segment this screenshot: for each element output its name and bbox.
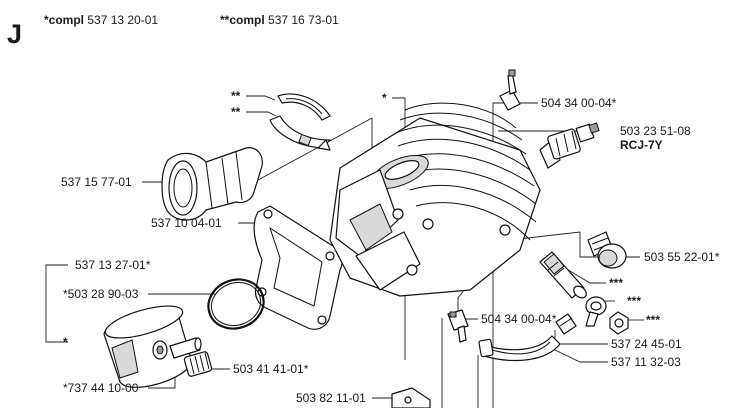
ring-half-lower bbox=[269, 115, 331, 151]
label-fitting: 537 24 45-01 bbox=[611, 337, 682, 351]
label-piston: * bbox=[63, 335, 68, 349]
piston-pin bbox=[169, 337, 202, 359]
label-ring-half-2: ** bbox=[231, 105, 241, 119]
compl-kit-2-number: 537 16 73-01 bbox=[268, 13, 339, 27]
label-cylinder: * bbox=[382, 91, 387, 105]
compl-kit-1-prefix: *compl bbox=[44, 13, 84, 27]
label-nut: *** bbox=[646, 313, 660, 327]
ring-half-upper bbox=[277, 93, 331, 121]
nipple-top bbox=[499, 69, 521, 111]
nut bbox=[609, 311, 629, 335]
plug bbox=[587, 231, 627, 269]
label-nipple: 504 34 00-04* bbox=[541, 96, 617, 110]
gasket-plate bbox=[253, 205, 343, 330]
label-ring-half-1: ** bbox=[231, 89, 241, 103]
label-spark-plug-type: RCJ-7Y bbox=[620, 138, 663, 152]
nipple-lower bbox=[447, 309, 469, 343]
compl-kit-2-prefix: **compl bbox=[220, 13, 265, 27]
label-piston-assembly: 537 13 27-01* bbox=[75, 258, 151, 272]
label-washer: *** bbox=[627, 294, 641, 308]
part-labels: ** ** * 504 34 00-04* 503 23 51-08 RCJ-7… bbox=[61, 89, 720, 405]
piston bbox=[103, 305, 193, 388]
section-letter: J bbox=[7, 19, 22, 49]
label-needle-bearing: 503 41 41-01* bbox=[233, 362, 309, 376]
bottom-part bbox=[391, 387, 431, 408]
hose bbox=[478, 335, 561, 362]
compl-kit-1: *compl 537 13 20-01 bbox=[44, 13, 158, 27]
label-nipple-2: 504 34 00-04* bbox=[481, 312, 557, 326]
spark-plug bbox=[539, 122, 600, 169]
label-piston-ring: *503 28 90-03 bbox=[63, 287, 139, 301]
label-plug: 503 55 22-01* bbox=[644, 250, 720, 264]
label-bottom-part: 503 82 11-01 bbox=[296, 391, 366, 405]
label-piston-pin: *737 44 10-00 bbox=[63, 381, 139, 395]
label-intake-manifold: 537 15 77-01 bbox=[61, 175, 132, 189]
label-spark-plug: 503 23 51-08 bbox=[620, 124, 691, 138]
label-hose: 537 11 32-03 bbox=[611, 355, 681, 369]
compl-kit-1-number: 537 13 20-01 bbox=[87, 13, 158, 27]
washer bbox=[585, 296, 607, 327]
compl-kit-2: **compl 537 16 73-01 bbox=[220, 13, 339, 27]
intake-manifold bbox=[161, 147, 263, 221]
fitting bbox=[555, 313, 577, 335]
label-valve: *** bbox=[609, 276, 623, 290]
cylinder bbox=[329, 102, 541, 297]
label-gasket: 537 10 04-01 bbox=[151, 216, 222, 230]
needle-bearing bbox=[183, 351, 213, 377]
piston-ring bbox=[207, 278, 265, 330]
valve bbox=[539, 251, 587, 299]
